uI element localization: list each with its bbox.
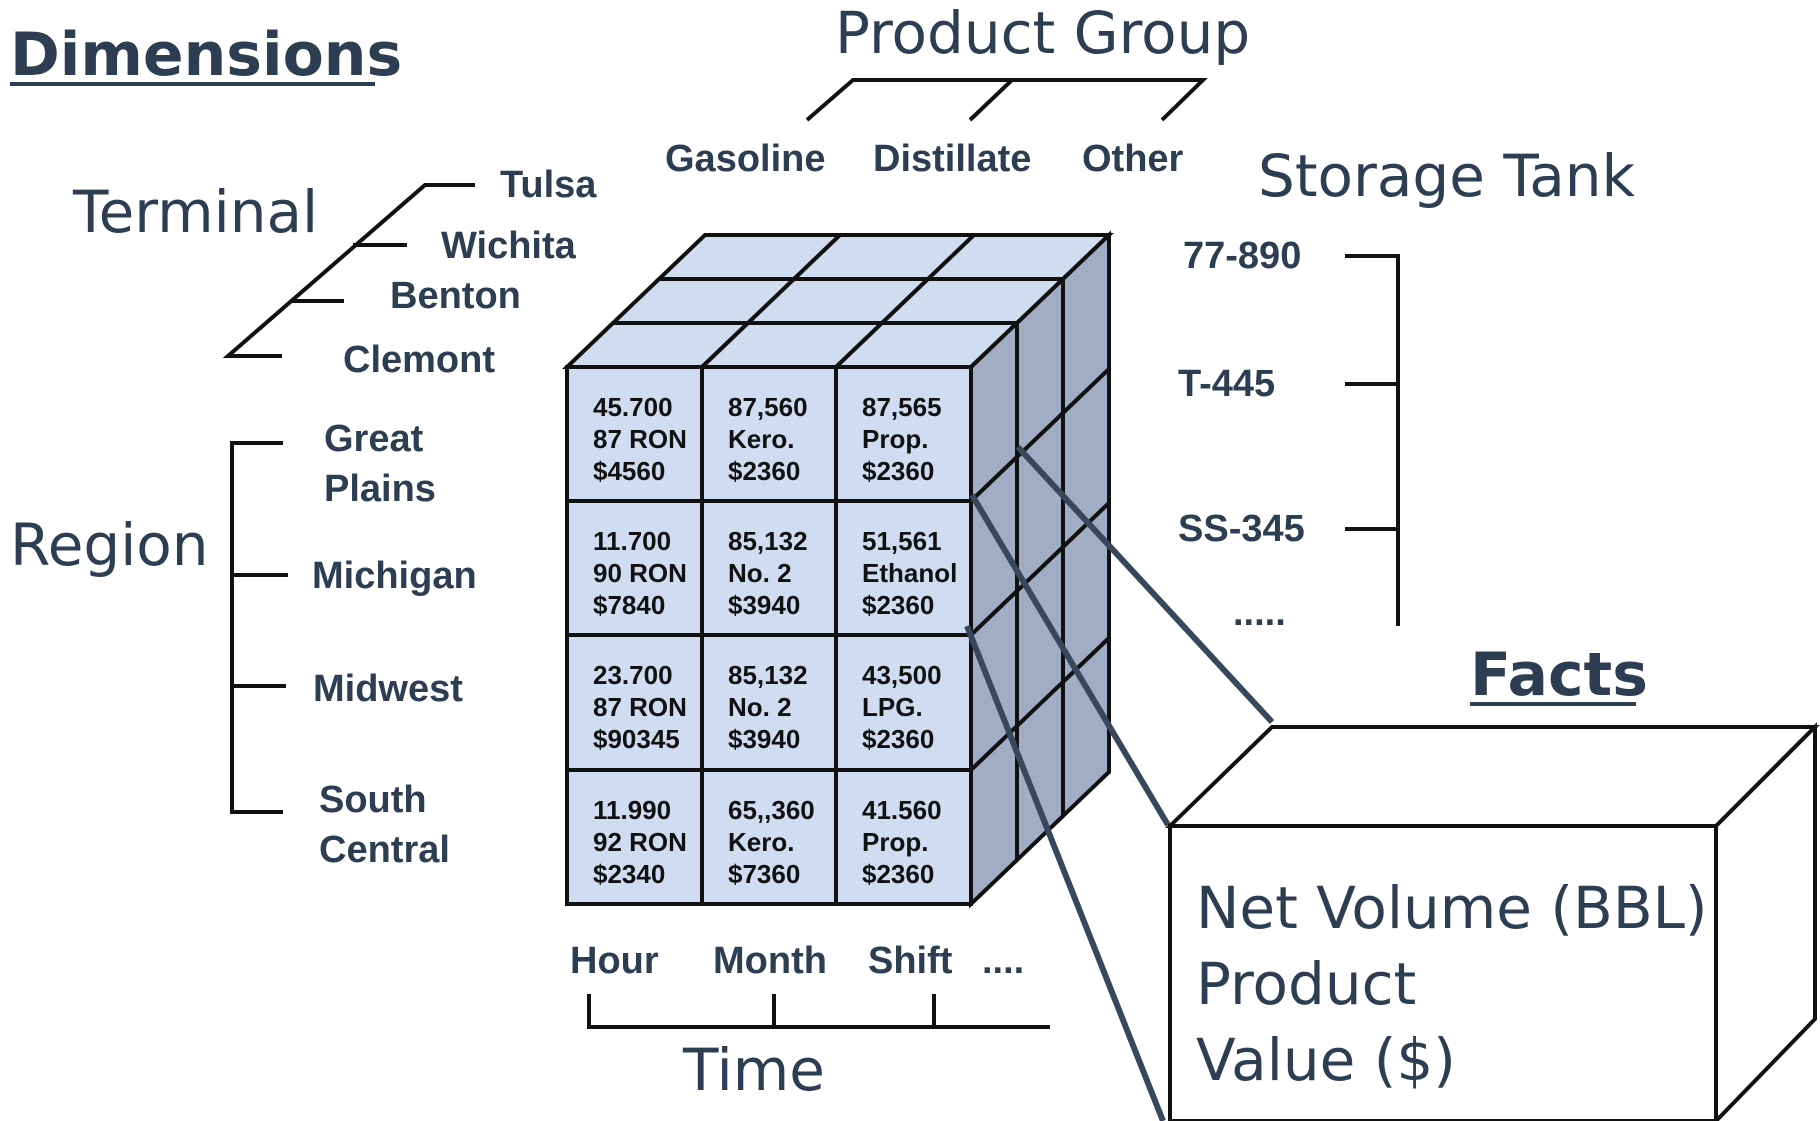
cell-value: 11.700	[593, 526, 671, 556]
terminal-bracket	[222, 183, 475, 358]
time-item: Shift	[868, 940, 953, 982]
cell-value: $3940	[728, 590, 800, 620]
cell-value: 45.700	[593, 392, 673, 422]
terminal-item: Clemont	[343, 339, 495, 381]
cell-value: Kero.	[728, 827, 794, 857]
cell-value: 11.990	[593, 795, 671, 825]
cell-value: Prop.	[862, 827, 928, 857]
time-title: Time	[682, 1036, 825, 1104]
cell-value: No. 2	[728, 692, 792, 722]
facts-box	[1165, 722, 1820, 1121]
fact-item: Net Volume (BBL)	[1196, 874, 1708, 942]
cell-value: 87,565	[862, 392, 942, 422]
time-bracket	[587, 994, 1050, 1029]
region-bracket	[230, 441, 283, 814]
region-item: South	[319, 779, 427, 821]
cell-value: $90345	[593, 724, 680, 754]
dimensions-heading: Dimensions	[10, 20, 402, 90]
facts-heading: Facts	[1470, 640, 1648, 710]
time-item: ....	[982, 940, 1024, 982]
terminal-title: Terminal	[72, 178, 318, 246]
time-dimension: Hour Month Shift .... Time	[570, 940, 1050, 1104]
time-item: Month	[713, 940, 827, 982]
storage-tank-item: .....	[1233, 592, 1286, 634]
region-title: Region	[10, 511, 209, 579]
cell-value: 87 RON	[593, 424, 687, 454]
cell-value: LPG.	[862, 692, 923, 722]
cell-value: 87 RON	[593, 692, 687, 722]
cell-value: $3940	[728, 724, 800, 754]
facts-section: Facts Net Volume (BBL) Product Value ($)	[1165, 640, 1820, 1121]
time-item: Hour	[570, 940, 659, 982]
cell-value: $2360	[728, 456, 800, 486]
cell-value: 90 RON	[593, 558, 687, 588]
cell-value: $4560	[593, 456, 665, 486]
cube-side-face	[969, 230, 1111, 909]
cell-value: 43,500	[862, 660, 942, 690]
cell-value: No. 2	[728, 558, 792, 588]
cell-value: 85,132	[728, 660, 808, 690]
terminal-dimension: Terminal Tulsa Wichita Benton Clemont	[72, 164, 597, 381]
cell-value: 51,561	[862, 526, 942, 556]
cell-value: $2340	[593, 859, 665, 889]
region-item: Great	[324, 418, 424, 460]
cell-value: 92 RON	[593, 827, 687, 857]
cell-value: $7360	[728, 859, 800, 889]
cell-value: $2360	[862, 456, 934, 486]
cell-value: Prop.	[862, 424, 928, 454]
dimensions-heading-group: Dimensions	[10, 20, 402, 90]
terminal-item: Tulsa	[500, 164, 597, 206]
cell-value: 23.700	[593, 660, 673, 690]
cell-value: 41.560	[862, 795, 942, 825]
region-item: Midwest	[313, 668, 463, 710]
product-group-item: Gasoline	[665, 138, 826, 180]
cell-value: 87,560	[728, 392, 808, 422]
region-item: Michigan	[312, 555, 477, 597]
region-item: Plains	[324, 468, 436, 510]
region-dimension: Region Great Plains Michigan Midwest Sou…	[10, 418, 477, 871]
storage-tank-title: Storage Tank	[1258, 142, 1635, 210]
cube-top-face	[562, 233, 1114, 369]
product-group-bracket	[805, 78, 1208, 122]
storage-tank-item: 77-890	[1183, 235, 1301, 277]
storage-tank-item: T-445	[1178, 363, 1275, 405]
cell-value: $2360	[862, 590, 934, 620]
terminal-item: Wichita	[441, 225, 577, 267]
region-item: Central	[319, 829, 450, 871]
cell-value: $7840	[593, 590, 665, 620]
cell-value: Ethanol	[862, 558, 957, 588]
cube-front-cell	[834, 768, 973, 906]
cell-value: 85,132	[728, 526, 808, 556]
fact-connectors	[964, 444, 1275, 1121]
storage-tank-dimension: Storage Tank 77-890 T-445 SS-345 .....	[1178, 142, 1635, 634]
product-group-dimension: Product Group Gasoline Distillate Other	[665, 0, 1250, 180]
fact-item: Product	[1196, 950, 1416, 1018]
storage-tank-item: SS-345	[1178, 508, 1305, 550]
cell-value: $2360	[862, 859, 934, 889]
product-group-item: Other	[1082, 138, 1184, 180]
product-group-title: Product Group	[835, 0, 1250, 67]
terminal-item: Benton	[390, 275, 521, 317]
cell-value: $2360	[862, 724, 934, 754]
fact-item: Value ($)	[1196, 1026, 1456, 1094]
product-group-item: Distillate	[873, 138, 1031, 180]
cell-value: 65,,360	[728, 795, 815, 825]
cell-value: Kero.	[728, 424, 794, 454]
